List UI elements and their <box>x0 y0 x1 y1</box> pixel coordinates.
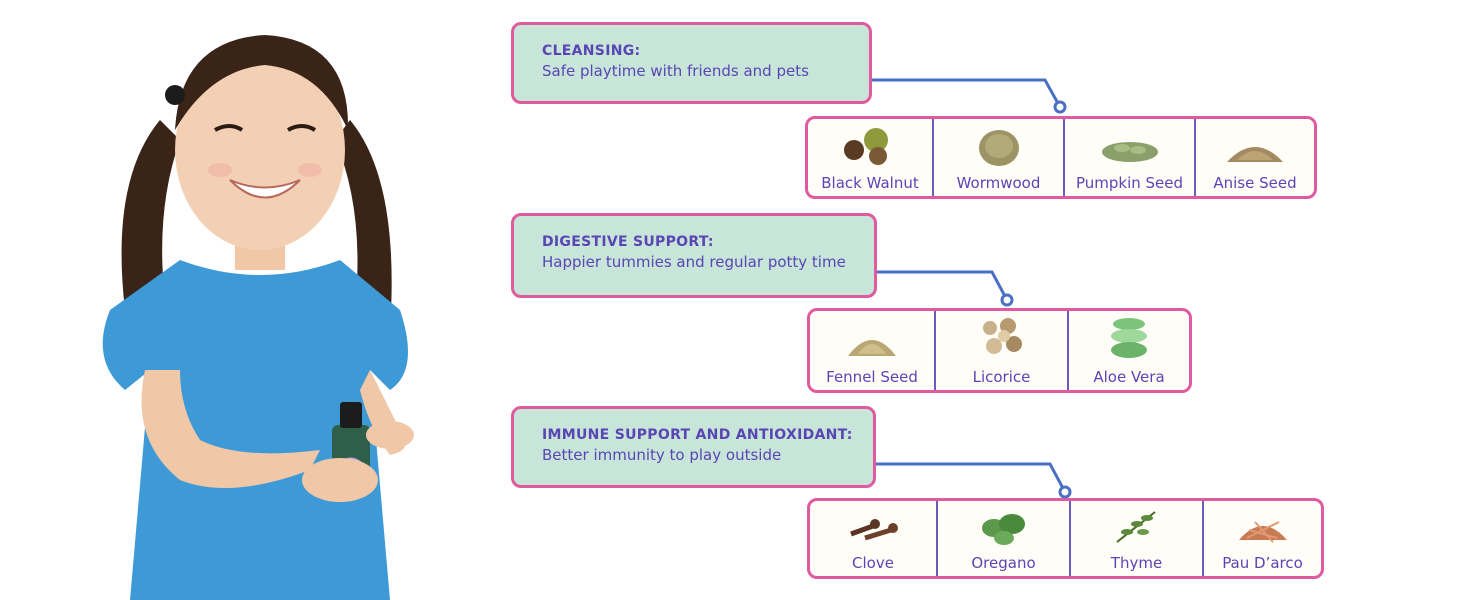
ingredient-label: Pau D’arco <box>1222 554 1303 572</box>
benefit-description: Safe playtime with friends and pets <box>542 62 809 80</box>
benefit-description: Better immunity to play outside <box>542 446 782 464</box>
oregano-icon <box>981 514 1025 545</box>
ingredient-label: Pumpkin Seed <box>1075 174 1184 192</box>
ingredient-label: Wormwood <box>956 174 1041 192</box>
ingredient-label: Clove <box>852 554 894 572</box>
clove-icon <box>850 519 898 541</box>
ingredient-label: Thyme <box>1110 554 1163 572</box>
immune-ingredients-row: Clove Oregano Thyme Pau D’arco <box>807 498 1324 579</box>
benefit-title: DIGESTIVE SUPPORT: <box>542 234 714 250</box>
pau-darco-icon <box>1238 521 1287 543</box>
aloe-vera-icon <box>1111 318 1147 358</box>
benefit-title: CLEANSING: <box>542 43 641 59</box>
pumpkin-seed-icon <box>1101 142 1158 162</box>
digestive-benefit-box: DIGESTIVE SUPPORT: Happier tummies and r… <box>511 213 877 298</box>
ingredient-card: Thyme <box>1069 501 1202 576</box>
benefit-title: IMMUNE SUPPORT AND ANTIOXIDANT: <box>542 427 853 443</box>
ingredient-card: Anise Seed <box>1194 119 1314 196</box>
cleansing-benefit-box: CLEANSING: Safe playtime with friends an… <box>511 22 872 104</box>
ingredient-label: Anise Seed <box>1213 174 1297 192</box>
ingredient-card: Fennel Seed <box>810 311 934 390</box>
ingredient-label: Licorice <box>972 368 1031 386</box>
ingredient-label: Black Walnut <box>821 174 919 192</box>
licorice-icon <box>982 318 1022 354</box>
ingredient-card: Aloe Vera <box>1067 311 1189 390</box>
ingredient-card: Oregano <box>936 501 1069 576</box>
ingredient-card: Wormwood <box>932 119 1063 196</box>
wormwood-icon <box>978 130 1019 166</box>
ingredient-card: Licorice <box>934 311 1067 390</box>
ingredient-label: Aloe Vera <box>1093 368 1165 386</box>
digestive-ingredients-row: Fennel Seed Licorice Aloe Vera <box>807 308 1192 393</box>
ingredient-card: Pumpkin Seed <box>1063 119 1194 196</box>
ingredient-card: Black Walnut <box>808 119 932 196</box>
immune-benefit-box: IMMUNE SUPPORT AND ANTIOXIDANT: Better i… <box>511 406 876 488</box>
anise-seed-icon <box>1227 147 1283 162</box>
girl-holding-bottle-image <box>102 35 414 600</box>
fennel-seed-icon <box>848 340 896 356</box>
ingredient-label: Fennel Seed <box>826 368 918 386</box>
cleansing-ingredients-row: Black Walnut Wormwood Pumpkin Seed Anise… <box>805 116 1317 199</box>
ingredient-card: Clove <box>810 501 936 576</box>
benefit-description: Happier tummies and regular potty time <box>542 253 846 271</box>
thyme-icon <box>1115 511 1156 543</box>
ingredient-label: Oregano <box>971 554 1036 572</box>
ingredient-card: Pau D’arco <box>1202 501 1321 576</box>
black-walnut-icon <box>844 128 888 165</box>
